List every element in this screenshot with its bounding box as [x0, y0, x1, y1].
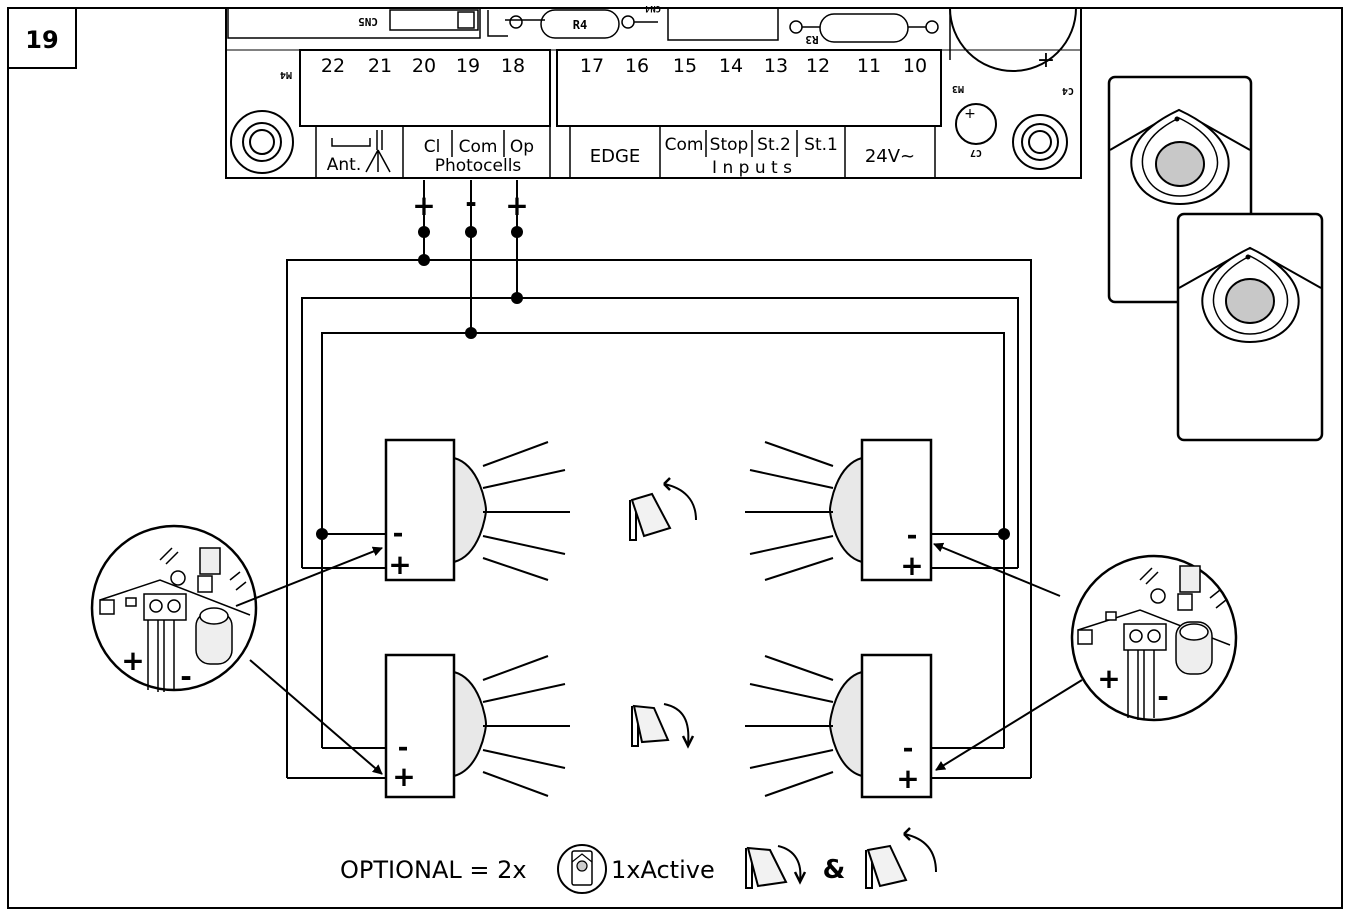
gate-closing-icon [631, 703, 695, 749]
power-label: 24V~ [865, 146, 915, 167]
photocell-top-left: - + [384, 438, 570, 582]
connector-plus: + [1097, 662, 1120, 695]
photocell-minus: - [907, 521, 918, 551]
wire-minus: - [465, 186, 477, 219]
terminal-16: 16 [625, 55, 649, 77]
transmitter-icon [557, 844, 607, 894]
photocell-plus: + [392, 760, 415, 793]
cap-c7-plus: + [964, 106, 976, 122]
c7-label: C7 [970, 147, 982, 158]
connector-detail-left: + - [90, 524, 258, 693]
inputs-label: I n p u t s [712, 158, 792, 178]
photocell-top-right: - + [745, 438, 933, 582]
terminal-19: 19 [456, 55, 480, 77]
photocell-minus: - [903, 734, 914, 764]
figure-number: 19 [25, 26, 58, 54]
cap-big-plus: + [1037, 48, 1055, 73]
wire-junctions [316, 226, 1010, 540]
terminal-21: 21 [368, 55, 392, 77]
photocell-plus: + [896, 762, 919, 795]
figure-number-box: 19 [7, 7, 77, 69]
wire-plus-left: + [412, 189, 435, 222]
photocell-bottom-left: - + [384, 653, 570, 799]
ant-label: Ant. [327, 155, 361, 175]
m3-label: M3 [952, 83, 964, 94]
photocell-bottom-right: - + [745, 653, 933, 799]
remote-button-icon [1155, 141, 1205, 187]
control-board [225, 7, 1082, 179]
photocell-plus: + [388, 548, 411, 581]
edge-label: EDGE [590, 146, 641, 167]
terminal-17: 17 [580, 55, 604, 77]
terminal-20: 20 [412, 55, 436, 77]
terminal-11: 11 [857, 55, 881, 77]
legend-amp: & [823, 855, 846, 885]
gate-opening-icon [629, 477, 697, 541]
photocell-minus: - [398, 733, 409, 763]
legend-prefix: OPTIONAL = 2x [340, 856, 527, 884]
gate-opening-legend-icon [865, 827, 937, 889]
terminal-12: 12 [806, 55, 830, 77]
terminal-18: 18 [501, 55, 525, 77]
m4-label: M4 [280, 69, 292, 80]
r4-label: R4 [573, 18, 587, 32]
c4-label: C4 [1062, 85, 1074, 96]
input-st2-label: St.2 [757, 135, 791, 155]
connector-minus: - [180, 660, 192, 693]
cl-label: Cl [424, 137, 441, 157]
photocell-plus: + [900, 549, 923, 582]
terminal-10: 10 [903, 55, 927, 77]
op-label: Op [510, 137, 534, 157]
board-labels: 22 21 20 19 18 17 16 15 14 13 12 11 10 A… [280, 3, 1074, 178]
input-com-label: Com [665, 135, 704, 155]
wire-polarity-labels: + - + [412, 186, 528, 222]
input-st1-label: St.1 [804, 135, 838, 155]
photocell-minus: - [393, 519, 404, 549]
remote-button-icon [1225, 278, 1275, 324]
connector-detail-right: + - [1070, 554, 1238, 722]
r3-label: R3 [805, 33, 818, 46]
terminal-22: 22 [321, 55, 345, 77]
terminal-14: 14 [719, 55, 743, 77]
legend-middle: 1xActive [611, 856, 715, 884]
photocells-label: Photocells [435, 156, 522, 176]
terminal-13: 13 [764, 55, 788, 77]
com-label: Com [459, 137, 498, 157]
wiring [286, 180, 1032, 779]
cn4-label: CN4 [644, 3, 661, 13]
connector-plus: + [121, 644, 144, 677]
legend: OPTIONAL = 2x 1xActive & [340, 827, 937, 894]
input-stop-label: Stop [710, 135, 749, 155]
remote-transmitter-2 [1176, 212, 1324, 442]
terminal-15: 15 [673, 55, 697, 77]
wire-plus-right: + [505, 189, 528, 222]
pointer-arrows [235, 542, 1083, 775]
cn5-label: CN5 [358, 15, 378, 28]
gate-closing-legend-icon [745, 845, 807, 889]
connector-minus: - [1157, 680, 1169, 713]
